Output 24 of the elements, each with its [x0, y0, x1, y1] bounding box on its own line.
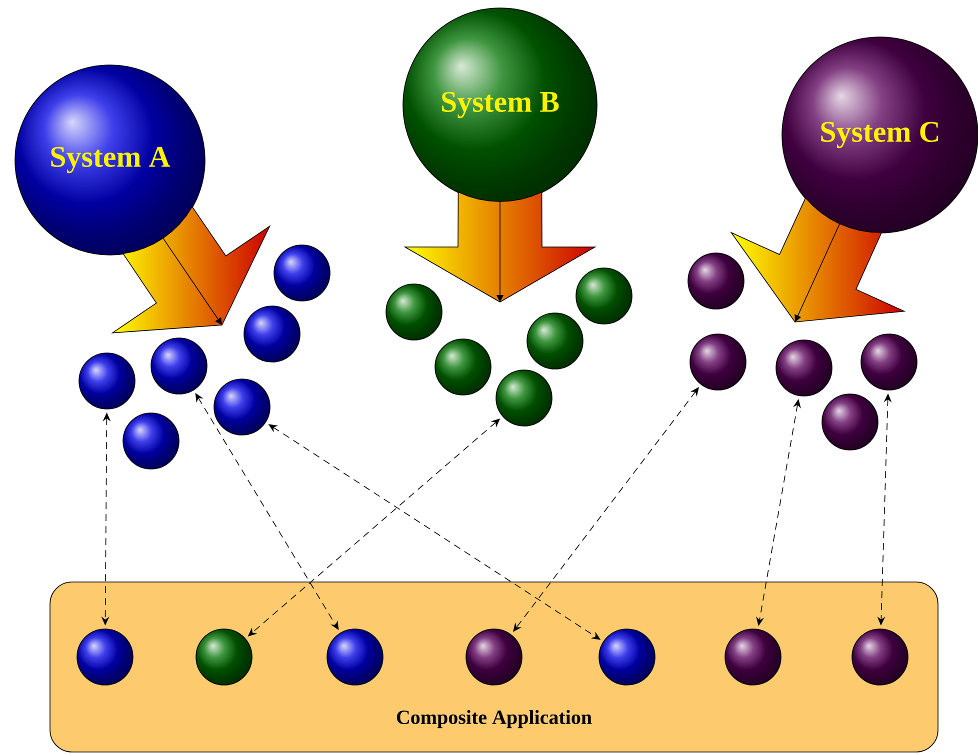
- ball: [852, 628, 908, 686]
- ball: [576, 268, 632, 324]
- ball: [860, 334, 918, 390]
- ball: [822, 394, 878, 450]
- ball: [122, 412, 180, 470]
- ball: [724, 628, 782, 686]
- ball: [214, 378, 270, 436]
- ball: [196, 628, 252, 686]
- ball: [150, 338, 208, 394]
- ball: [78, 352, 136, 410]
- ball: [244, 306, 300, 362]
- ball: [688, 252, 744, 310]
- ball: [326, 628, 384, 686]
- ball: [76, 628, 134, 686]
- ball: [496, 370, 552, 426]
- ball: [466, 628, 522, 686]
- ball: [434, 338, 492, 396]
- ball: [526, 312, 584, 370]
- ball: [776, 340, 832, 396]
- block-arrow: [404, 191, 596, 302]
- ball: [274, 244, 330, 302]
- ball: [690, 334, 746, 390]
- ball: [386, 284, 442, 340]
- ball: [598, 628, 656, 686]
